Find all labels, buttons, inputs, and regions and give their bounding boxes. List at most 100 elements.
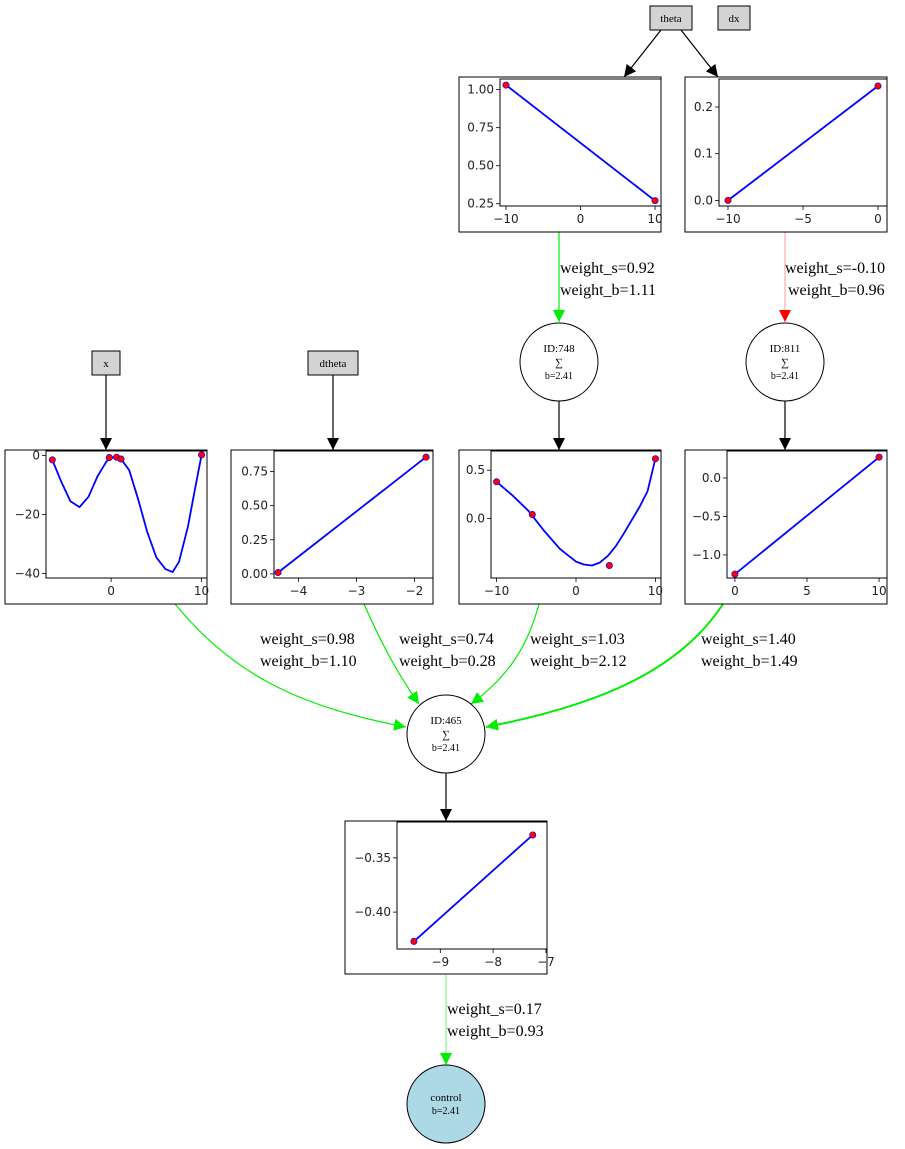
y-tick-label: 0.2 bbox=[694, 100, 713, 114]
y-tick-label: 0.75 bbox=[241, 464, 268, 478]
node-811-sum: ∑ bbox=[781, 357, 789, 369]
node-465-id: ID:465 bbox=[430, 715, 462, 727]
data-point bbox=[105, 453, 113, 461]
y-tick-label: 0.25 bbox=[467, 197, 494, 211]
y-tick-label: 0.1 bbox=[694, 147, 713, 161]
y-tick-label: −1.0 bbox=[692, 548, 721, 562]
y-tick-label: −20 bbox=[15, 508, 40, 522]
y-tick-label: 0.5 bbox=[466, 463, 485, 477]
x-tick-label: −4 bbox=[290, 584, 308, 598]
data-point bbox=[528, 510, 536, 518]
plot-dtheta: −4−3−20.000.250.500.75 bbox=[230, 449, 434, 605]
edge-label-748-465-b: weight_b=2.12 bbox=[530, 653, 627, 670]
data-point bbox=[731, 570, 739, 578]
data-point bbox=[48, 456, 56, 464]
edge-label-theta-748-b: weight_b=1.11 bbox=[560, 282, 656, 299]
input-x-label: x bbox=[103, 358, 109, 370]
data-point bbox=[422, 453, 430, 461]
plot-811: 0 5 10 −1.0 −0.5 0.0 bbox=[684, 449, 888, 605]
data-point bbox=[274, 569, 282, 577]
input-dtheta-box bbox=[307, 350, 359, 376]
series-line bbox=[277, 456, 427, 574]
x-tick-label: −10 bbox=[493, 212, 518, 226]
edge-plot-811-to-node-465 bbox=[485, 603, 724, 731]
y-tick-label: −0.5 bbox=[692, 509, 721, 523]
plot-frame bbox=[344, 820, 548, 975]
series-line bbox=[734, 456, 880, 575]
data-point bbox=[198, 451, 206, 459]
plot-axes bbox=[273, 450, 434, 579]
edge-label-465-control-s: weight_s=0.17 bbox=[447, 1001, 542, 1018]
input-dx-box bbox=[717, 5, 751, 31]
y-tick-label: 0.50 bbox=[241, 499, 268, 513]
edge-label-x-465-b: weight_b=1.10 bbox=[260, 653, 357, 670]
edge-label-dtheta-465-s: weight_s=0.74 bbox=[399, 631, 494, 648]
edges bbox=[100, 29, 791, 1065]
node-465-bias: b=2.41 bbox=[432, 743, 460, 754]
input-x-box bbox=[91, 350, 121, 376]
node-465-sum: ∑ bbox=[442, 729, 450, 741]
node-control-label: control bbox=[430, 1092, 461, 1104]
data-point bbox=[724, 196, 732, 204]
x-tick-label: −9 bbox=[431, 955, 449, 969]
input-dtheta-label: dtheta bbox=[320, 358, 347, 370]
x-tick-label: 0 bbox=[577, 212, 585, 226]
plot-frame bbox=[4, 449, 208, 605]
node-811-bias: b=2.41 bbox=[771, 371, 799, 382]
edge-label-theta-748-s: weight_s=0.92 bbox=[560, 260, 655, 277]
y-tick-label: 0.0 bbox=[702, 471, 721, 485]
node-control-bias: b=2.41 bbox=[432, 1106, 460, 1117]
node-811: ID:811 ∑ b=2.41 bbox=[745, 322, 825, 402]
x-tick-label: 5 bbox=[803, 584, 811, 598]
node-control: control b=2.41 bbox=[406, 1064, 486, 1144]
x-tick-label: 10 bbox=[871, 584, 886, 598]
x-tick-label: 0 bbox=[731, 584, 739, 598]
input-theta-box bbox=[649, 5, 693, 31]
node-748-id: ID:748 bbox=[543, 343, 575, 355]
y-tick-label: −0.35 bbox=[354, 851, 391, 865]
y-tick-label: 0 bbox=[32, 448, 40, 462]
y-tick-label: −0.40 bbox=[354, 905, 391, 919]
node-748: ID:748 ∑ b=2.41 bbox=[519, 322, 599, 402]
series-line bbox=[505, 84, 656, 202]
x-tick-label: 10 bbox=[194, 584, 209, 598]
edge-theta-to-plot-dx bbox=[680, 29, 719, 78]
x-tick-label: −3 bbox=[348, 584, 366, 598]
x-tick-label: 0 bbox=[107, 584, 115, 598]
data-point bbox=[651, 197, 659, 205]
y-tick-label: 0.0 bbox=[466, 511, 485, 525]
y-tick-label: 0.00 bbox=[241, 567, 268, 581]
edge-label-x-465-s: weight_s=0.98 bbox=[260, 631, 355, 648]
x-tick-label: −7 bbox=[537, 955, 555, 969]
edge-label-811-465-s: weight_s=1.40 bbox=[701, 631, 796, 648]
input-dx-label: dx bbox=[729, 13, 741, 25]
input-theta-label: theta bbox=[660, 13, 681, 25]
input-dx: dx bbox=[717, 5, 751, 31]
data-point bbox=[529, 831, 537, 839]
node-811-circle bbox=[745, 322, 825, 402]
series-line bbox=[51, 454, 203, 573]
series-line bbox=[727, 85, 879, 202]
node-465-circle bbox=[406, 694, 486, 774]
x-tick-label: −10 bbox=[484, 584, 509, 598]
data-point bbox=[502, 81, 510, 89]
edge-label-dx-811-b: weight_b=0.96 bbox=[788, 282, 885, 299]
plot-x: 0 10 −40 −20 0 bbox=[4, 448, 209, 605]
edge-labels: weight_s=0.92 weight_b=1.11 weight_s=-0.… bbox=[260, 260, 885, 1040]
plot-frame bbox=[684, 76, 888, 233]
x-tick-label: −5 bbox=[794, 212, 812, 226]
series-line bbox=[413, 834, 534, 943]
input-dtheta: dtheta bbox=[307, 350, 359, 376]
input-theta: theta bbox=[649, 5, 693, 31]
data-point bbox=[605, 561, 613, 569]
edge-label-811-465-b: weight_b=1.49 bbox=[701, 653, 798, 670]
y-tick-label: −40 bbox=[15, 567, 40, 581]
node-465: ID:465 ∑ b=2.41 bbox=[406, 694, 486, 774]
node-748-circle bbox=[519, 322, 599, 402]
node-811-id: ID:811 bbox=[770, 343, 801, 355]
edge-plot-748-to-node-465 bbox=[470, 603, 540, 705]
